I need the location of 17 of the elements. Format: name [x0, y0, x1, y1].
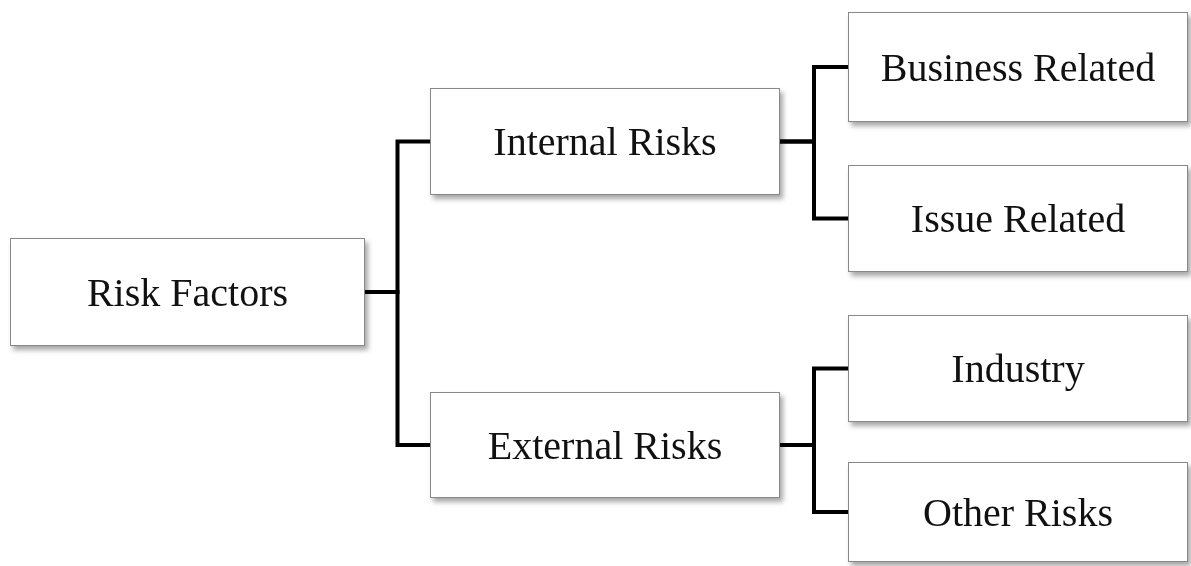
node-label: Risk Factors — [86, 268, 289, 316]
connector-line — [780, 139, 848, 221]
connector-line — [365, 290, 430, 447]
node-label: Issue Related — [910, 195, 1126, 242]
process-box — [430, 392, 780, 498]
process-box — [10, 238, 365, 346]
process-box — [848, 315, 1188, 422]
process-box — [430, 88, 780, 195]
node-label: Internal Risks — [493, 118, 717, 165]
node-label: Other Risks — [923, 488, 1113, 536]
node-label: Business Related — [880, 43, 1156, 91]
process-box — [848, 12, 1188, 122]
connector-line — [780, 443, 848, 514]
node-label: External Risks — [487, 421, 723, 469]
node-label: Industry — [951, 345, 1085, 392]
process-box — [848, 165, 1188, 272]
process-box — [848, 462, 1188, 562]
